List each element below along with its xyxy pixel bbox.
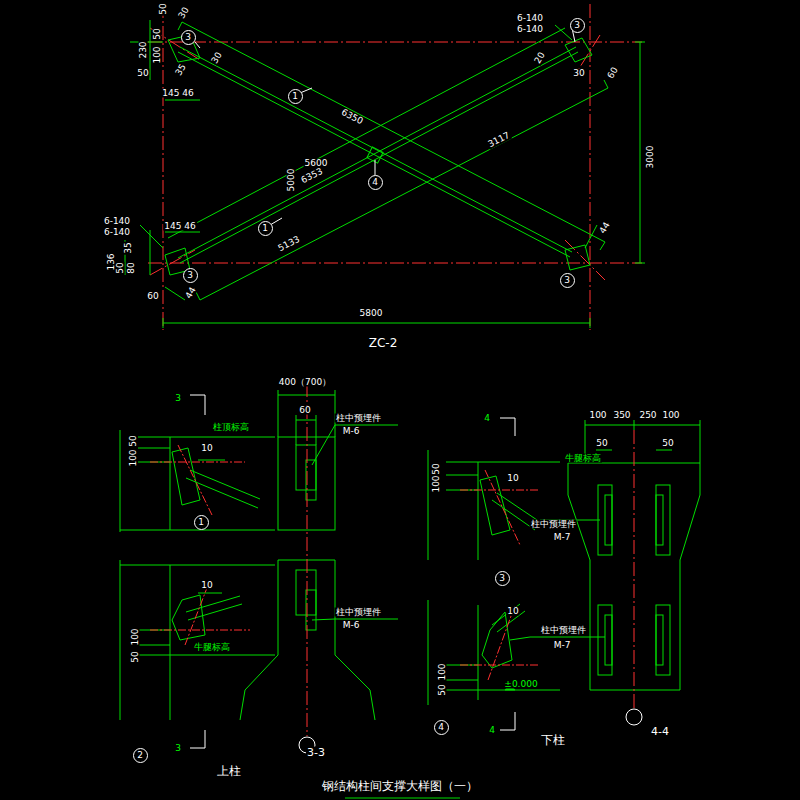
dimension-label: 50 xyxy=(595,439,608,448)
callout-circle: 3 xyxy=(183,268,198,283)
dimension-label: 10 xyxy=(506,607,519,616)
dimension-label: 50 xyxy=(661,439,674,448)
dimension-label: 44 xyxy=(598,220,613,236)
dimension-label: 柱中预埋件 xyxy=(335,608,382,617)
dimension-label: ±0.000 xyxy=(503,680,538,689)
dimension-label: 10 xyxy=(200,444,213,453)
callout-circle: 3 xyxy=(570,18,585,33)
dimension-label: 50 xyxy=(438,683,447,696)
dimension-label: 50 xyxy=(129,434,138,447)
callout-circle: 1 xyxy=(258,221,273,236)
dimension-label: 6-140 xyxy=(103,217,131,226)
dimension-label: 30 xyxy=(177,5,192,21)
dimension-label: 柱中预埋件 xyxy=(540,626,587,635)
dimension-label: 50 xyxy=(153,27,162,40)
dimension-label: 下柱 xyxy=(540,734,566,746)
dimension-label: 100 xyxy=(438,662,447,681)
callout-number: 3 xyxy=(187,271,193,280)
dimension-label: 6-140 xyxy=(103,228,131,237)
dimension-label: 50 xyxy=(432,462,441,475)
dimension-label: 4-4 xyxy=(650,726,670,737)
dimension-label: 350 xyxy=(612,411,631,420)
callout-number: 1 xyxy=(292,92,298,101)
dimension-label: 60 xyxy=(606,65,621,81)
callout-number: 3 xyxy=(499,574,505,583)
drawing-title: 钢结构柱间支撑大样图（一） xyxy=(321,780,479,792)
dimension-label: 145 46 xyxy=(161,89,195,98)
dimension-label: 50 xyxy=(131,650,140,663)
dimension-label: 400（700） xyxy=(278,378,332,387)
dimension-label: 100 xyxy=(588,411,607,420)
callout-circle: 3 xyxy=(560,273,575,288)
callout-circle: 4 xyxy=(434,720,449,735)
dimension-label: 100 xyxy=(153,45,162,64)
dimension-label: 牛腿标高 xyxy=(564,454,602,463)
dimension-label: 10 xyxy=(506,474,519,483)
dimension-label: 30 xyxy=(210,50,225,66)
dimension-label: 5800 xyxy=(359,309,384,318)
dimension-label: ZC-2 xyxy=(368,337,399,349)
dimension-label: 3117 xyxy=(486,130,512,149)
dimension-label: 6350 xyxy=(339,107,365,126)
callout-number: 3 xyxy=(564,276,570,285)
dimension-label: M-6 xyxy=(342,621,361,630)
callout-circle: 3 xyxy=(181,30,196,45)
dimension-label: 3000 xyxy=(646,145,655,170)
callout-circle: 4 xyxy=(368,175,383,190)
dimension-label: 5000 xyxy=(287,168,296,193)
dimension-label: 柱中预埋件 xyxy=(335,414,382,423)
dimension-label: 35 xyxy=(124,241,133,254)
dimension-label: 30 xyxy=(572,69,585,78)
callout-number: 1 xyxy=(262,224,268,233)
dimension-label: 100 xyxy=(661,411,680,420)
callout-number: 3 xyxy=(574,21,580,30)
dimension-label: 4 xyxy=(483,414,491,423)
dimension-label: 10 xyxy=(200,581,213,590)
dimension-label: 5600 xyxy=(304,159,329,168)
callout-number: 3 xyxy=(185,33,191,42)
dimension-label: 230 xyxy=(139,40,148,59)
callout-circle: 1 xyxy=(194,515,209,530)
dimension-label: 5133 xyxy=(276,234,302,253)
dimension-label: 3 xyxy=(174,394,182,403)
dimension-label: 柱中预埋件 xyxy=(530,520,577,529)
dimension-label: 3-3 xyxy=(306,747,326,758)
dimension-label: 6-140 xyxy=(516,25,544,34)
callout-number: 1 xyxy=(198,518,204,527)
dimension-label: 6353 xyxy=(299,166,325,185)
dimension-label: 柱顶标高 xyxy=(212,423,250,432)
callout-circle: 2 xyxy=(133,748,148,763)
callout-circle: 1 xyxy=(288,89,303,104)
dimension-label: M-7 xyxy=(553,641,572,650)
dimension-label: 50 xyxy=(136,69,149,78)
dimension-label: 6-140 xyxy=(516,14,544,23)
callout-number: 4 xyxy=(372,178,378,187)
dimension-label: 4 xyxy=(488,726,496,735)
dimension-label: 3 xyxy=(174,744,182,753)
callout-circle: 3 xyxy=(495,571,510,586)
dimension-label: 80 xyxy=(127,261,136,274)
dimension-label: 44 xyxy=(184,285,199,301)
dimension-label: 100 xyxy=(432,474,441,493)
dimension-label: M-7 xyxy=(553,533,572,542)
dimension-label: 145 46 xyxy=(163,222,197,231)
dimension-label: 100 xyxy=(131,627,140,646)
dimension-label: M-6 xyxy=(342,427,361,436)
callout-number: 2 xyxy=(137,751,143,760)
dimension-label: 100 xyxy=(129,448,138,467)
dimension-label: 35 xyxy=(174,62,189,78)
dimension-label: 上柱 xyxy=(216,765,242,777)
dimension-label: 50 xyxy=(159,2,168,15)
dimension-label: 60 xyxy=(146,292,159,301)
dimension-label: 20 xyxy=(533,50,548,66)
dimension-label: 牛腿标高 xyxy=(193,643,231,652)
dimension-label: 136 xyxy=(107,252,116,271)
dimension-label: 250 xyxy=(638,411,657,420)
callout-number: 4 xyxy=(438,723,444,732)
dimension-label: 60 xyxy=(298,406,311,415)
dimension-label: 50 xyxy=(116,261,125,274)
